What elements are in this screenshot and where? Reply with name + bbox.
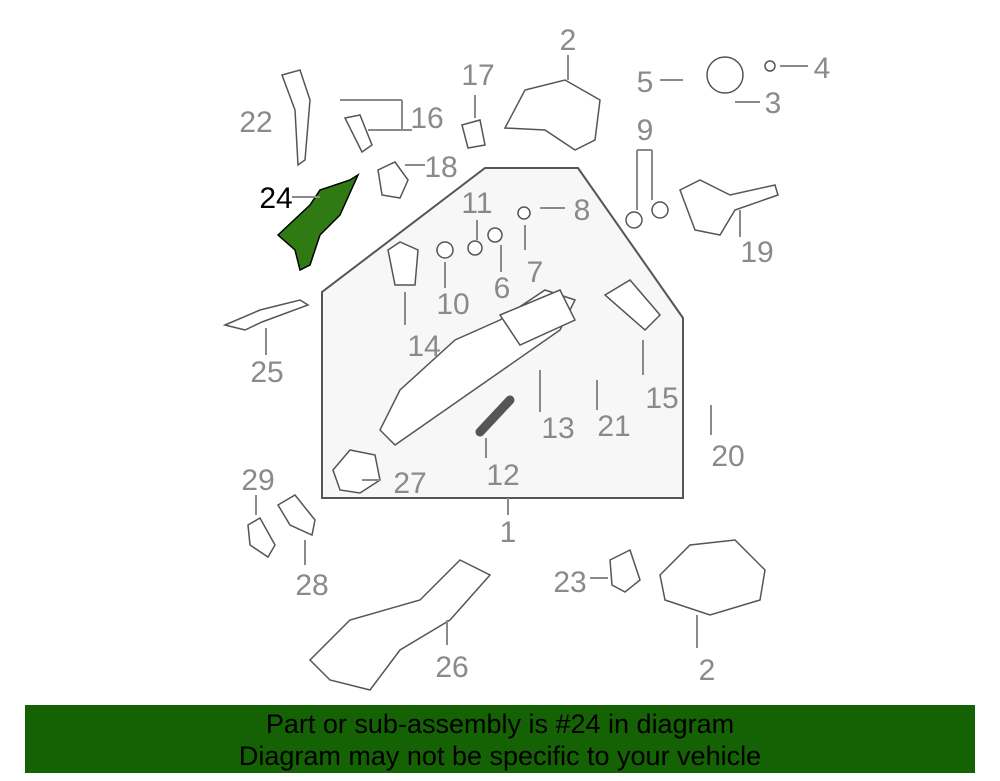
callout-5: 5 [637, 66, 654, 99]
bracket-15 [603, 279, 662, 332]
callout-20: 20 [711, 440, 744, 473]
callout-10: 10 [436, 288, 469, 321]
callout-12: 12 [486, 459, 519, 492]
ring-9b [651, 201, 669, 219]
callout-28: 28 [295, 569, 328, 602]
callout-13: 13 [541, 412, 574, 445]
part-3 [706, 56, 744, 94]
callout-11: 11 [461, 187, 492, 220]
callout-21: 21 [597, 410, 630, 443]
callout-24: 24 [259, 182, 292, 215]
callout-25: 25 [250, 356, 283, 389]
highlighted-part-24 [276, 173, 360, 272]
part-7 [517, 206, 531, 220]
callout-17: 17 [461, 59, 494, 92]
callout-2-lower: 2 [699, 654, 716, 687]
part-14 [387, 241, 419, 286]
ring-9a [625, 211, 643, 229]
part-17 [461, 119, 486, 149]
part-6 [487, 227, 503, 243]
banner-line-1: Part or sub-assembly is #24 in diagram [265, 709, 735, 739]
cover-23 [609, 548, 641, 593]
support-bracket [308, 559, 492, 691]
part-18 [377, 161, 409, 199]
callout-9: 9 [637, 114, 654, 147]
callout-15: 15 [645, 382, 678, 415]
switch-assembly [679, 179, 779, 236]
callout-18: 18 [424, 151, 457, 184]
steering-column-shaft [379, 289, 577, 446]
callout-29: 29 [241, 464, 274, 497]
callout-22: 22 [239, 106, 272, 139]
callout-23: 23 [553, 566, 586, 599]
callout-27: 27 [393, 467, 426, 500]
column-cover-upper [503, 79, 601, 151]
shift-lever [281, 69, 311, 167]
part-16 [343, 114, 373, 154]
bracket-29 [247, 516, 276, 559]
switch-25 [222, 299, 310, 331]
callout-3: 3 [765, 87, 782, 120]
part-10 [436, 241, 454, 259]
callout-19: 19 [740, 236, 773, 269]
callout-2: 2 [560, 24, 577, 57]
callout-7: 7 [527, 256, 544, 289]
callout-1: 1 [500, 516, 517, 549]
callout-26: 26 [435, 651, 468, 684]
callout-6: 6 [494, 272, 511, 305]
column-cover-lower [659, 539, 766, 616]
part-11 [467, 240, 483, 256]
info-banner: Part or sub-assembly is #24 in diagram D… [25, 705, 975, 773]
callout-8: 8 [574, 194, 591, 227]
pin-12 [475, 395, 515, 437]
bracket-28 [276, 494, 316, 537]
callout-16: 16 [410, 102, 443, 135]
ring-4 [764, 60, 776, 72]
callout-14: 14 [407, 330, 440, 363]
banner-line-2: Diagram may not be specific to your vehi… [238, 741, 762, 771]
leader-lines [255, 55, 808, 648]
callout-4: 4 [814, 52, 831, 85]
